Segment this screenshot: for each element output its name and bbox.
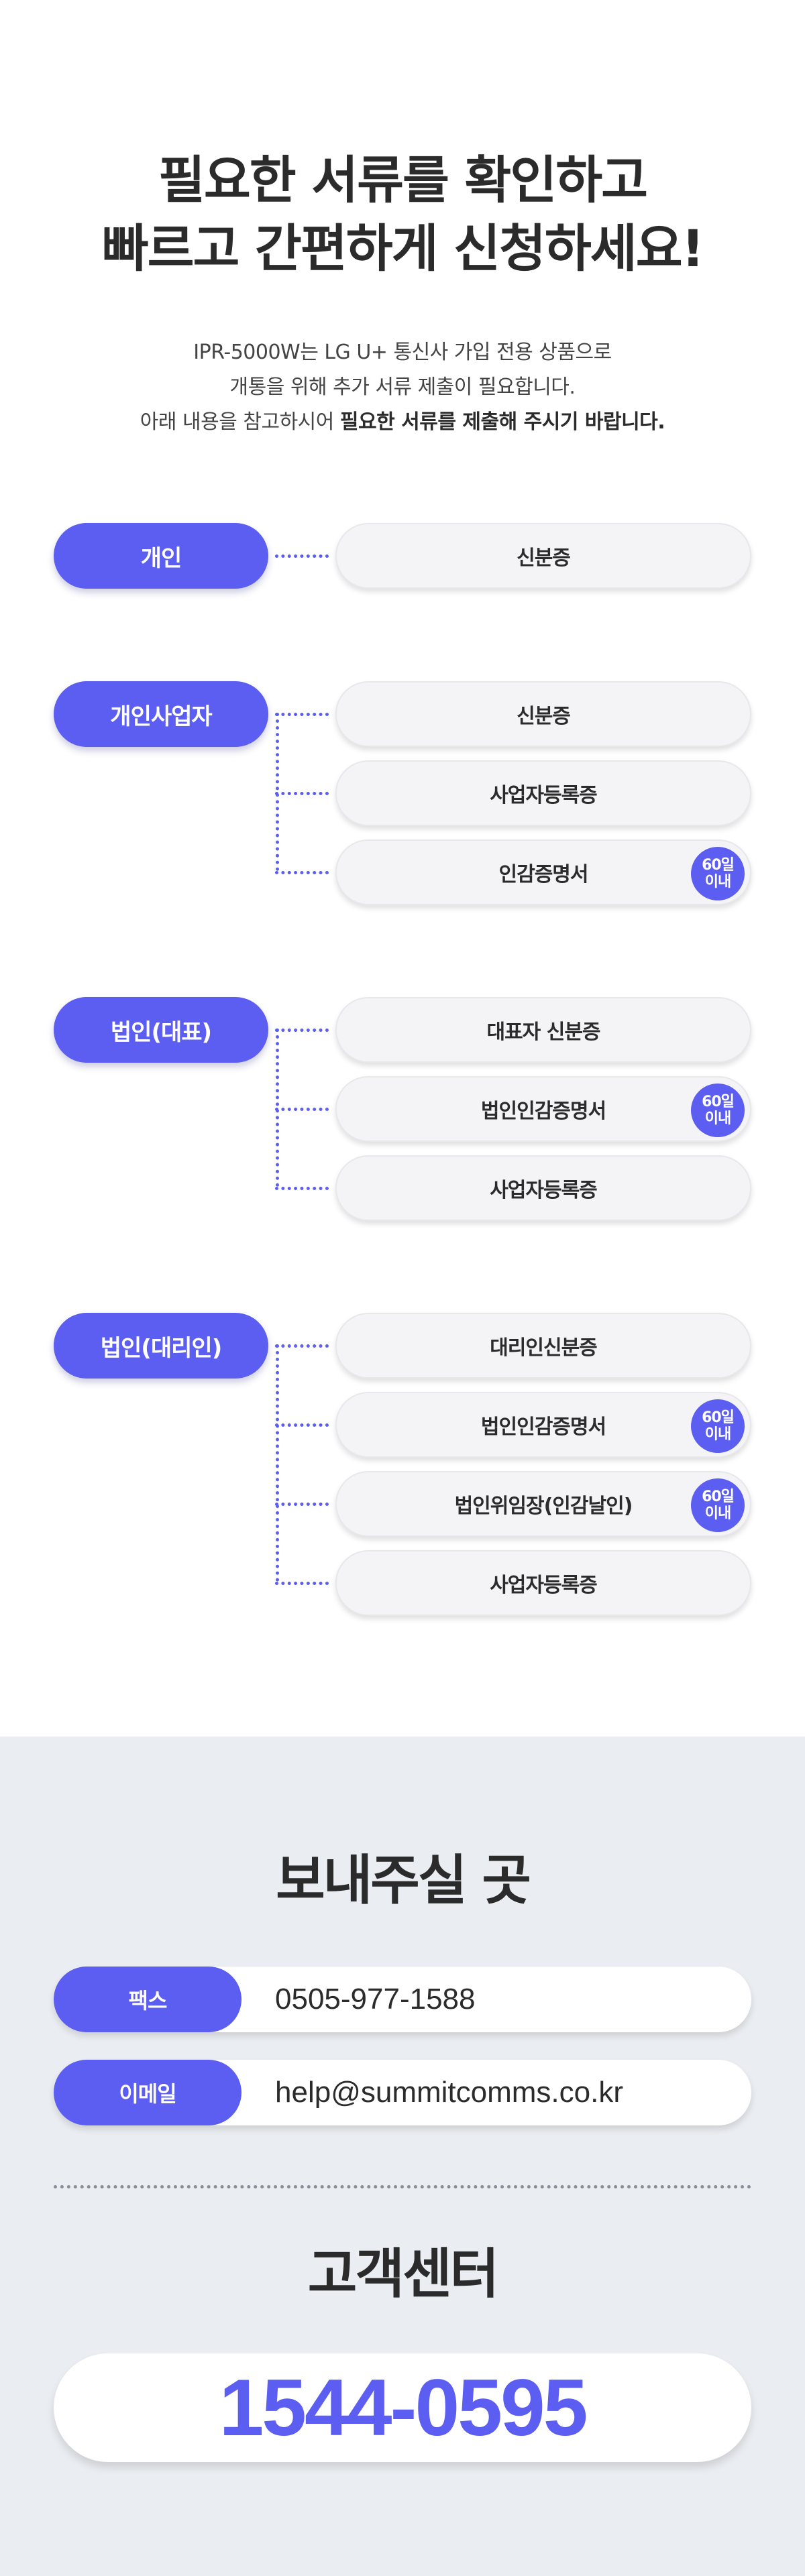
doc-label: 신분증 <box>517 546 571 570</box>
doc-label: 사업자등록증 <box>490 784 598 807</box>
email-label: 이메일 <box>54 2060 241 2125</box>
email-contact: 이메일 help@summitcomms.co.kr <box>54 2060 751 2125</box>
doc-business-registration: 사업자등록증 <box>335 1155 751 1221</box>
doc-id-card: 신분증 <box>335 523 751 589</box>
connector-line <box>275 871 329 874</box>
submission-contact-section: 보내주실 곳 팩스 0505-977-1588 이메일 help@summitc… <box>0 1737 805 2576</box>
customer-center-phone[interactable]: 1544-0595 <box>54 2353 751 2462</box>
connector-line <box>275 1108 329 1111</box>
badge-line-2: 이내 <box>704 1505 731 1522</box>
connector-line <box>275 1344 329 1348</box>
doc-label: 사업자등록증 <box>490 1574 598 1597</box>
badge-line-1: 60일 <box>702 1488 735 1505</box>
badge-line-2: 이내 <box>704 1110 731 1127</box>
doc-business-registration: 사업자등록증 <box>335 760 751 826</box>
fax-contact: 팩스 0505-977-1588 <box>54 1967 751 2032</box>
connector-line <box>275 1503 329 1506</box>
badge-line-2: 이내 <box>704 874 731 890</box>
email-address[interactable]: help@summitcomms.co.kr <box>275 2076 623 2109</box>
doc-label: 대리인신분증 <box>490 1336 598 1360</box>
intro-line-1: IPR-5000W는 LG U+ 통신사 가입 전용 상품으로 <box>193 341 612 364</box>
fax-number[interactable]: 0505-977-1588 <box>275 1983 476 2015</box>
customer-center-title: 고객센터 <box>307 2243 499 2305</box>
connector-line <box>275 554 329 558</box>
badge-line-1: 60일 <box>702 1094 735 1110</box>
doc-label: 신분증 <box>517 705 571 728</box>
connector-line <box>275 792 329 795</box>
connector-line <box>275 1187 329 1190</box>
intro-line-3: 아래 내용을 참고하시어 필요한 서류를 제출해 주시기 바랍니다. <box>0 405 805 440</box>
headline-line-2: 빠르고 간편하게 신청하세요! <box>101 219 705 278</box>
category-individual: 개인 <box>54 523 268 589</box>
intro-line-3-emphasis: 필요한 서류를 제출해 주시기 바랍니다. <box>339 410 665 434</box>
doc-label: 법인인감증명서 <box>480 1100 606 1123</box>
doc-label: 대표자 신분증 <box>486 1020 600 1044</box>
badge-line-1: 60일 <box>702 1409 735 1426</box>
headline-line-1: 필요한 서류를 확인하고 <box>158 150 648 210</box>
connector-line <box>275 1423 329 1427</box>
doc-representative-id-card: 대표자 신분증 <box>335 997 751 1063</box>
send-to-title: 보내주실 곳 <box>276 1849 531 1912</box>
doc-label: 사업자등록증 <box>490 1179 598 1202</box>
doc-business-registration: 사업자등록증 <box>335 1550 751 1616</box>
doc-label: 법인위임장(인감날인) <box>454 1495 633 1518</box>
badge-line-1: 60일 <box>702 857 735 874</box>
doc-id-card: 신분증 <box>335 681 751 747</box>
fax-label: 팩스 <box>54 1967 241 2032</box>
connector-line <box>275 1582 329 1585</box>
intro-line-2: 개통을 위해 추가 서류 제출이 필요합니다. <box>229 375 576 399</box>
category-corporate-agent: 법인(대리인) <box>54 1313 268 1379</box>
category-corporate-representative: 법인(대표) <box>54 997 268 1063</box>
dotted-divider <box>54 2185 751 2188</box>
connector-line <box>275 713 329 716</box>
doc-label: 인감증명서 <box>498 863 589 886</box>
intro-line-3-text: 아래 내용을 참고하시어 <box>140 410 340 434</box>
doc-agent-id-card: 대리인신분증 <box>335 1313 751 1379</box>
category-sole-proprietor: 개인사업자 <box>54 681 268 747</box>
connector-line <box>275 1029 329 1032</box>
badge-line-2: 이내 <box>704 1426 731 1443</box>
required-documents-section: 필요한 서류를 확인하고 빠르고 간편하게 신청하세요! IPR-5000W는 … <box>0 150 805 1616</box>
connector-vertical-line <box>276 1344 279 1582</box>
doc-label: 법인인감증명서 <box>480 1415 606 1439</box>
